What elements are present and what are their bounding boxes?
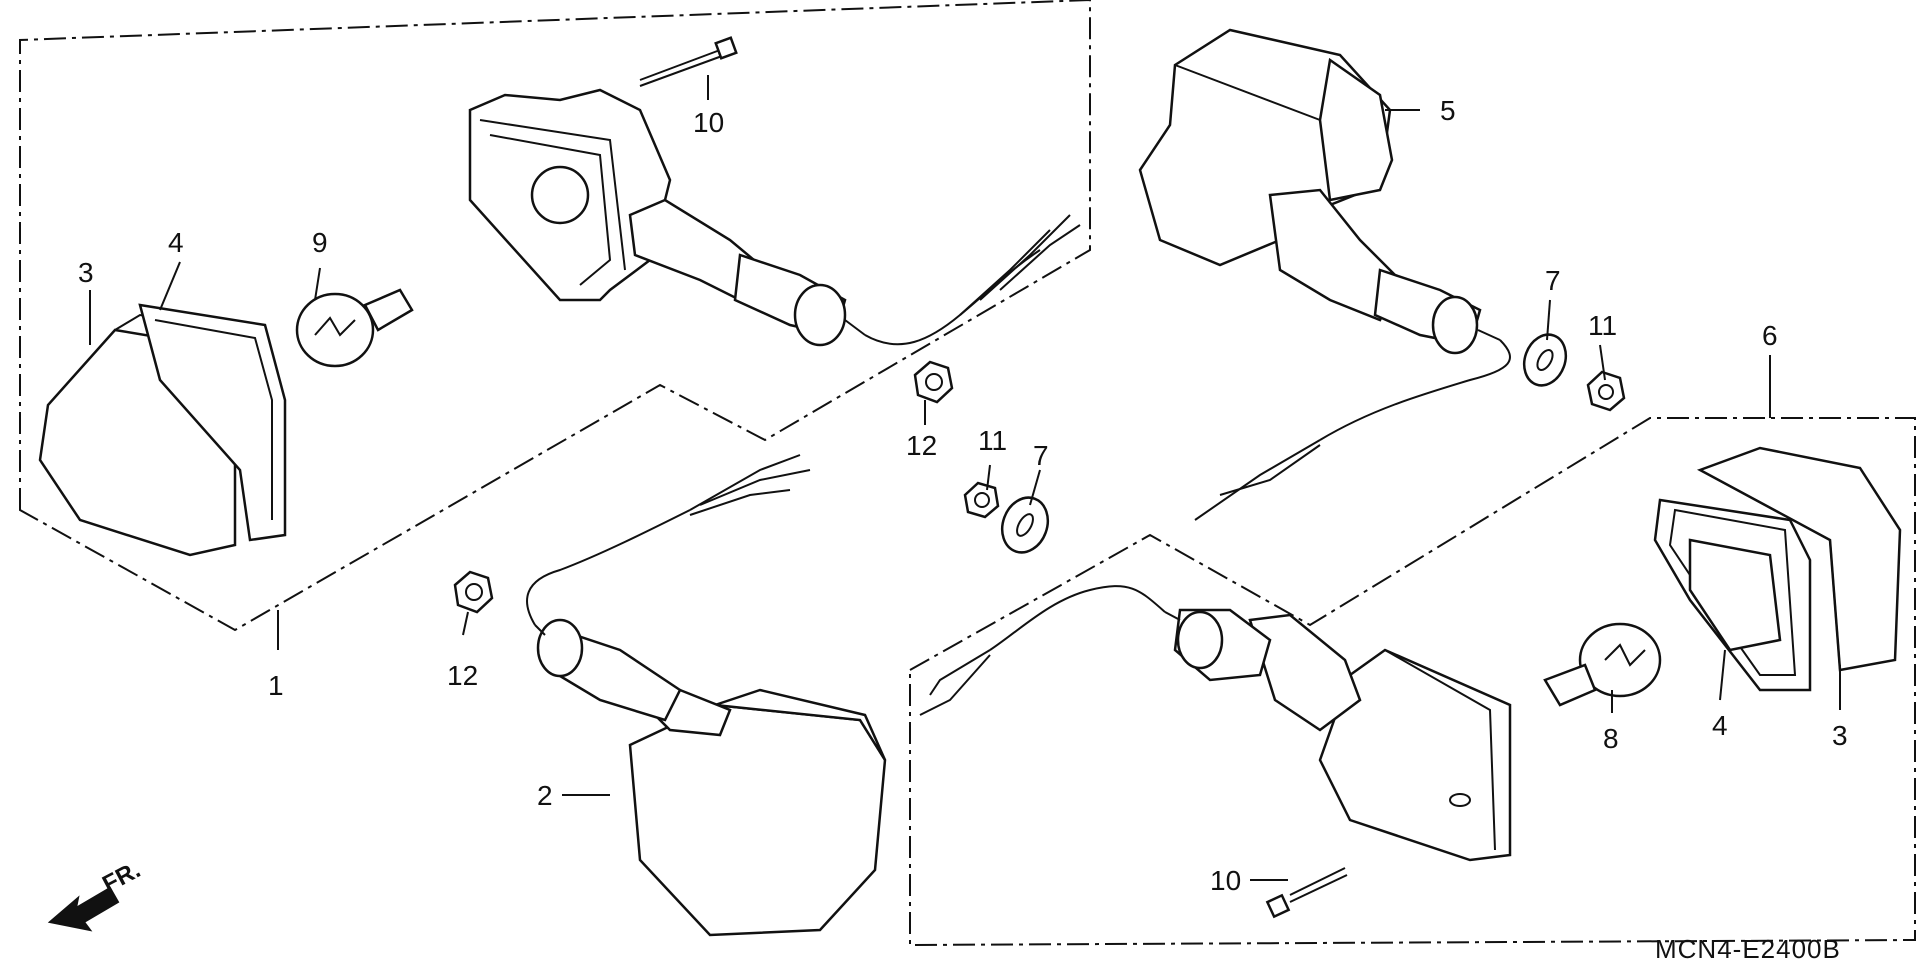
callout-4-right: 4 [1712, 710, 1728, 741]
lens-right-part-3 [1696, 446, 1902, 672]
callout-5: 5 [1440, 95, 1456, 126]
nut-part-11-middle [963, 481, 1000, 519]
callout-11-upper-right: 11 [1588, 310, 1617, 341]
nut-part-11-upper-right [1586, 370, 1626, 412]
callout-12-lower: 12 [447, 660, 478, 691]
turn-signal-housing-lower-right [1164, 608, 1512, 862]
nut-part-12-upper [913, 360, 954, 404]
callout-10-lower: 10 [1210, 865, 1241, 896]
screw-lower-part-10 [1265, 867, 1348, 919]
callout-6: 6 [1762, 320, 1778, 351]
gasket-left-part-4 [138, 303, 287, 542]
callout-4-left: 4 [168, 227, 184, 258]
callout-11-middle: 11 [978, 425, 1007, 456]
gasket-right-part-4 [1653, 498, 1812, 692]
callout-labels: 1 2 3 4 9 10 12 12 11 7 5 7 11 6 3 4 8 1… [78, 95, 1848, 896]
callout-12-upper: 12 [906, 430, 937, 461]
turn-signal-part-5 [1138, 28, 1501, 355]
wire-harness-part-2 [526, 454, 811, 626]
callout-2: 2 [537, 780, 553, 811]
nut-part-12-lower [453, 570, 494, 614]
leader-lines [89, 75, 1841, 881]
turn-signal-part-2 [534, 618, 887, 937]
group-1-boundary [19, 0, 1091, 632]
wire-harness-upper-left [864, 214, 1081, 346]
washer-part-7-upper-right [1522, 333, 1568, 387]
front-direction-arrow: FR. [47, 856, 145, 932]
turn-signal-housing-upper-left [468, 88, 866, 347]
wire-harness-lower-right [919, 585, 1166, 716]
callout-10-upper: 10 [693, 107, 724, 138]
bulb-part-9 [295, 288, 414, 368]
wire-harness-part-5 [1194, 339, 1511, 521]
drawing-code: MCN4-E2400B [1655, 934, 1841, 959]
callout-7-middle: 7 [1033, 440, 1049, 471]
callout-9: 9 [312, 227, 328, 258]
screw-upper-part-10 [639, 36, 738, 87]
washer-part-7-middle [1000, 496, 1050, 554]
callout-3-right: 3 [1832, 720, 1848, 751]
callout-7-upper-right: 7 [1545, 265, 1561, 296]
group-6-boundary [909, 417, 1916, 947]
callout-1: 1 [268, 670, 284, 701]
callout-3-left: 3 [78, 257, 94, 288]
bulb-part-8 [1543, 622, 1662, 707]
callout-8: 8 [1603, 723, 1619, 754]
